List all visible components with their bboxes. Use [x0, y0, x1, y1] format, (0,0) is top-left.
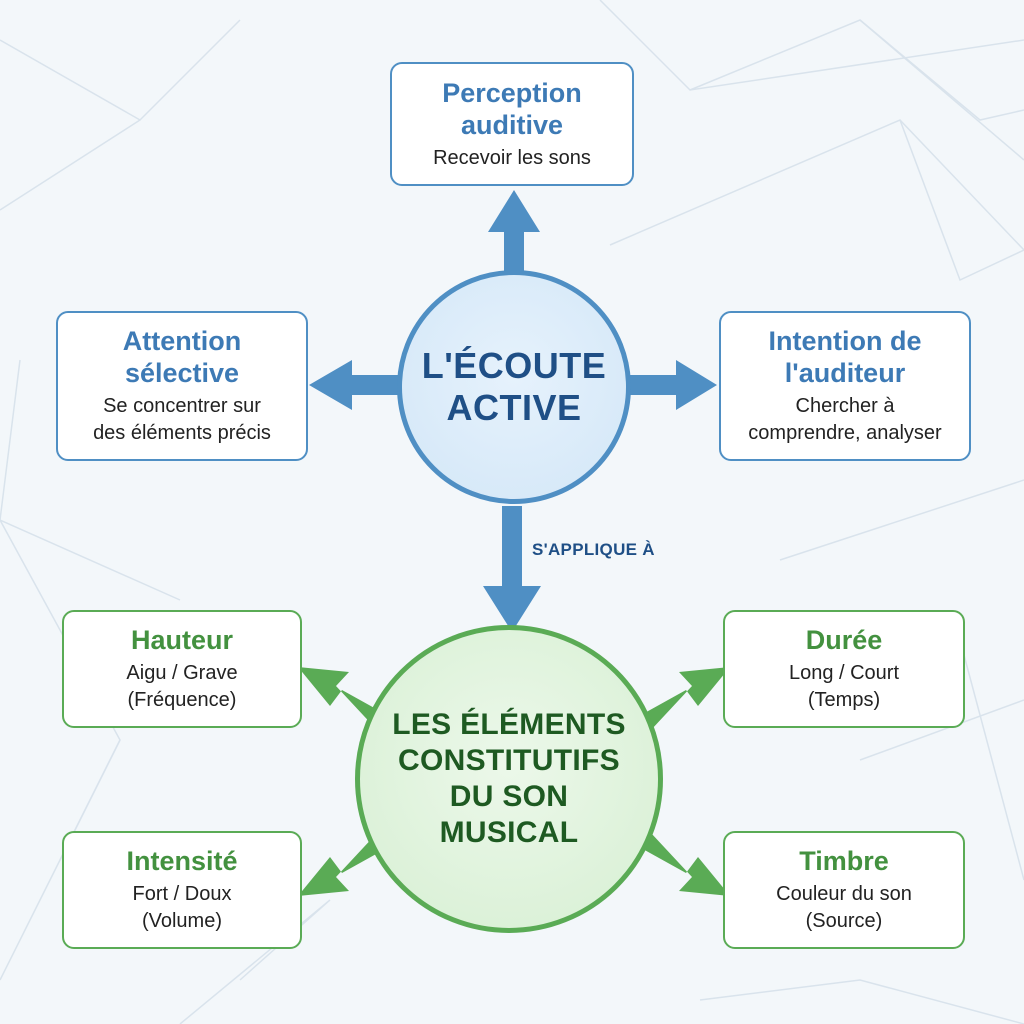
duree-desc: Long / Court (Temps)	[788, 662, 900, 711]
duree-title: Durée	[805, 625, 883, 655]
arrow-to-timbre	[641, 833, 730, 896]
attention-box: Attention sélective Se concentrer sur de…	[56, 311, 308, 461]
timbre-title: Timbre	[799, 846, 889, 876]
active-listening-label: L'ÉCOUTE ACTIVE	[421, 345, 607, 428]
intensite-box: Intensité Fort / Doux (Volume)	[62, 831, 302, 949]
arrow-to-perception	[488, 190, 540, 272]
arrow-to-attention	[309, 360, 400, 410]
applies-to-label: S'APPLIQUE À	[532, 540, 655, 559]
intention-box: Intention de l'auditeur Chercher à compr…	[719, 311, 971, 461]
attention-desc: Se concentrer sur des éléments précis	[93, 395, 271, 444]
sound-elements-label: LES ÉLÉMENTS CONSTITUTIFS DU SON MUSICAL	[392, 708, 626, 849]
arrow-to-intention	[628, 360, 717, 410]
intention-title: Intention de l'auditeur	[768, 326, 922, 388]
hauteur-title: Hauteur	[130, 625, 233, 655]
arrow-to-elements	[483, 506, 541, 632]
duree-box: Durée Long / Court (Temps)	[723, 610, 965, 728]
timbre-desc: Couleur du son (Source)	[776, 883, 912, 932]
perception-desc: Recevoir les sons	[433, 146, 591, 169]
hauteur-desc: Aigu / Grave (Fréquence)	[126, 662, 238, 711]
arrow-to-intensite	[298, 833, 387, 896]
intensite-desc: Fort / Doux (Volume)	[132, 883, 232, 932]
hauteur-box: Hauteur Aigu / Grave (Fréquence)	[62, 610, 302, 728]
perception-box: Perception auditive Recevoir les sons	[390, 62, 634, 186]
timbre-box: Timbre Couleur du son (Source)	[723, 831, 965, 949]
intention-desc: Chercher à comprendre, analyser	[748, 395, 942, 444]
sound-elements-center-node: LES ÉLÉMENTS CONSTITUTIFS DU SON MUSICAL	[355, 625, 663, 933]
arrow-to-duree	[641, 667, 730, 730]
active-listening-center-node: L'ÉCOUTE ACTIVE	[397, 270, 631, 504]
attention-title: Attention sélective	[122, 326, 242, 388]
intensite-title: Intensité	[126, 846, 238, 876]
arrow-to-hauteur	[298, 667, 387, 730]
perception-title: Perception auditive	[442, 77, 582, 140]
